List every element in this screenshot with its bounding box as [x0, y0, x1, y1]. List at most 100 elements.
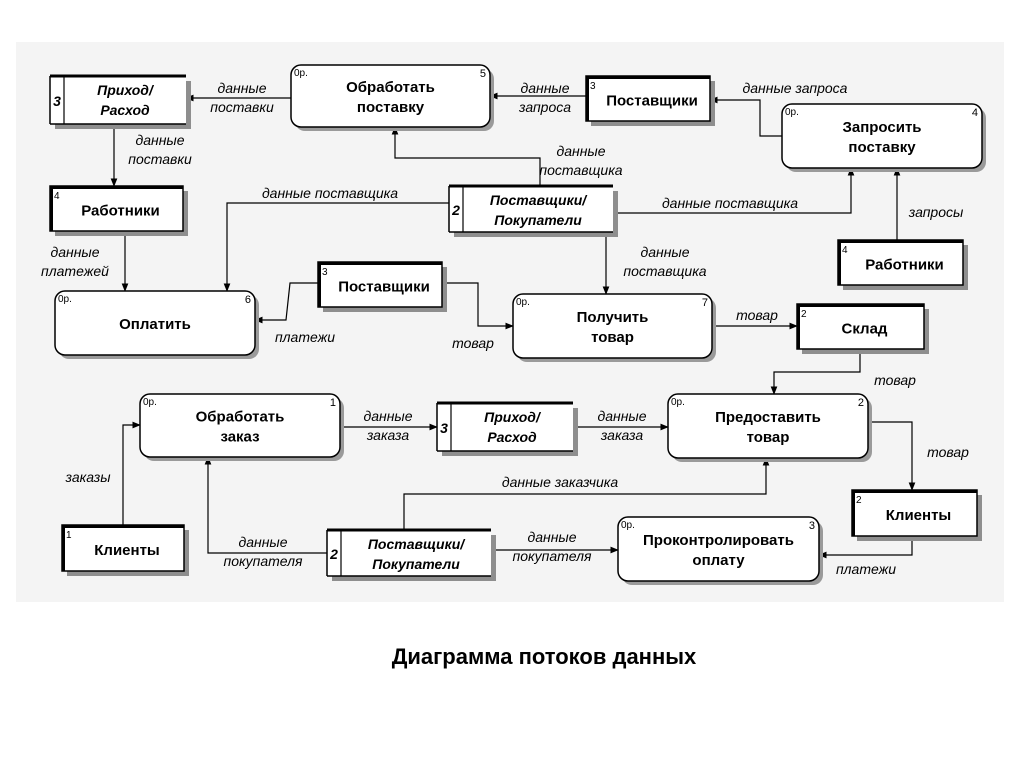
process-number: 4: [972, 107, 978, 119]
process-box: [54, 290, 256, 356]
flow-label-f13: товар: [736, 307, 778, 323]
store-label: Расход: [487, 429, 537, 445]
store-bg: [449, 186, 613, 232]
process-label: товар: [591, 329, 634, 346]
store-label: Поставщики/: [368, 536, 466, 552]
flow-line-e1a-p1: [122, 421, 141, 525]
entity-label: Клиенты: [94, 542, 159, 559]
process-label: Оплатить: [119, 316, 191, 333]
store-number: 3: [53, 93, 61, 109]
process-label: поставку: [357, 99, 425, 116]
flow-line-s2b-p1: [204, 456, 327, 554]
entity-number: 2: [856, 495, 862, 506]
process-box: [139, 393, 341, 458]
process-label: Получить: [577, 309, 649, 326]
store-label: Покупатели: [494, 212, 582, 228]
store-number: 3: [440, 420, 448, 436]
process-box: [290, 64, 491, 128]
process-label: Обработать: [346, 79, 435, 96]
entity-label: Поставщики: [606, 93, 698, 110]
flow-line-e2-p2: [770, 349, 861, 395]
process-tag: 0р.: [294, 68, 308, 79]
process-number: 3: [809, 520, 815, 532]
entity-number: 3: [590, 81, 596, 92]
process-label: поставку: [848, 139, 916, 156]
entity-box: [61, 524, 185, 572]
entity-box: [585, 75, 711, 122]
flow-label-f18: заказы: [64, 469, 111, 485]
flow-line-s2a-p4: [613, 167, 855, 214]
entity-number: 3: [322, 267, 328, 278]
process-tag: 0р.: [621, 520, 635, 531]
store-number: 2: [329, 546, 338, 562]
flow-label-f17: товар: [927, 444, 969, 460]
flow-label-f6: данные поставщика: [262, 185, 398, 201]
flow-label-f11: платежи: [275, 329, 335, 345]
flow-line-e3b-p7: [442, 282, 514, 330]
process-label: заказ: [220, 429, 259, 446]
flow-arrows: [110, 92, 916, 559]
process-box: [667, 393, 869, 459]
flow-line-e3b-p6: [254, 282, 318, 324]
store-label: Покупатели: [372, 556, 460, 572]
entity-label: Клиенты: [886, 507, 951, 524]
flow-line-e2b-p3: [818, 536, 913, 559]
process-number: 1: [330, 397, 336, 409]
entity-label: Поставщики: [338, 279, 430, 296]
store-bg: [327, 530, 491, 576]
process-tag: 0р.: [516, 297, 530, 308]
store-bg: [437, 403, 573, 451]
store-number: 2: [451, 202, 460, 218]
flow-line-s2b-p2: [403, 457, 770, 530]
process-number: 6: [245, 294, 251, 306]
entity-number: 1: [66, 530, 72, 541]
store-bg: [50, 76, 186, 124]
process-label: Предоставить: [715, 409, 821, 426]
process-tag: 0р.: [785, 107, 799, 118]
flow-label-f22: платежи: [836, 561, 896, 577]
entity-label: Работники: [81, 203, 160, 220]
flow-label-f19: данные заказчика: [502, 474, 619, 490]
data-store-s2b[interactable]: 2 Поставщики/Покупатели: [326, 528, 496, 581]
flow-line-p4-e3a: [709, 96, 782, 137]
process-box: [512, 293, 713, 359]
flow-line-s2a-p6: [223, 202, 449, 292]
process-tag: 0р.: [671, 397, 685, 408]
entity-box: [49, 185, 184, 232]
flow-line-s2a-p5: [391, 126, 541, 186]
flow-label-f3: данные запроса: [743, 80, 848, 96]
process-box: [617, 516, 820, 582]
flow-line-p2-e2b: [868, 421, 916, 491]
flow-label-f8: запросы: [908, 204, 964, 220]
process-tag: 0р.: [58, 294, 72, 305]
process-label: Проконтролировать: [643, 532, 794, 549]
